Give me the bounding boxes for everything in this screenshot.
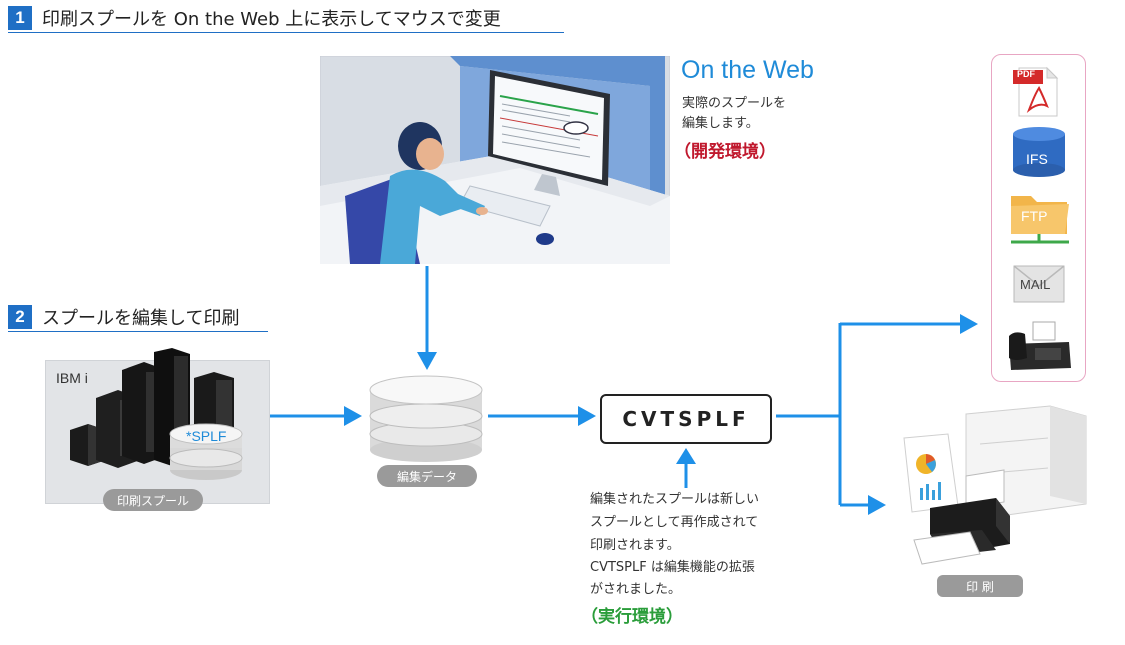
printer-illustration: [900, 404, 1088, 572]
note-line1: 編集されたスプールは新しい: [590, 492, 760, 507]
ibm-i-label: IBM i: [56, 370, 88, 386]
cvtsplf-box: CVTSPLF: [600, 394, 772, 444]
mail-envelope-icon: [1012, 262, 1066, 306]
pdf-label: PDF: [1017, 69, 1035, 79]
ifs-icon: [1011, 126, 1067, 178]
developer-at-computer-illustration: [319, 55, 671, 265]
mail-label: MAIL: [1020, 277, 1051, 292]
ifs-label: IFS: [1026, 151, 1048, 167]
section1-header: 1 印刷スプールを On the Web 上に表示してマウスで変更: [8, 5, 501, 31]
note-line4: CVTSPLF は編集機能の拡張: [590, 560, 755, 575]
section2-underline: [8, 331, 268, 332]
web-illustration: [319, 55, 671, 265]
edit-data-caption: 編集データ: [377, 465, 477, 487]
section1-title: 印刷スプールを On the Web 上に表示してマウスで変更: [42, 9, 501, 30]
section2-number: 2: [8, 305, 32, 329]
server-rack-icon: [70, 348, 243, 480]
fax-machine-icon: [1005, 318, 1075, 374]
section2-header: 2 スプールを編集して印刷: [8, 304, 239, 330]
web-title: On the Web: [681, 56, 814, 84]
web-desc-line1: 実際のスプールを: [682, 96, 787, 111]
server-illustration: [66, 348, 256, 483]
section1-underline: [8, 32, 564, 33]
print-caption: 印 刷: [937, 575, 1023, 597]
ftp-label: FTP: [1021, 208, 1048, 224]
section1-number: 1: [8, 6, 32, 30]
splf-label: *SPLF: [186, 428, 227, 444]
dev-env-label: （開発環境）: [674, 142, 776, 162]
print-spool-caption: 印刷スプール: [103, 489, 203, 511]
database-icon: [369, 375, 483, 462]
edit-data-database: [368, 374, 484, 464]
note-line5: がされました。: [590, 582, 682, 597]
note-line3: 印刷されます。: [590, 538, 680, 553]
note-line2: スプールとして再作成されて: [590, 515, 759, 530]
web-desc-line2: 編集します。: [682, 116, 759, 131]
pdf-icon: [1013, 66, 1061, 118]
section2-title: スプールを編集して印刷: [42, 308, 240, 329]
ftp-folder-icon: [1009, 190, 1071, 246]
run-env-label: （実行環境）: [581, 607, 683, 627]
